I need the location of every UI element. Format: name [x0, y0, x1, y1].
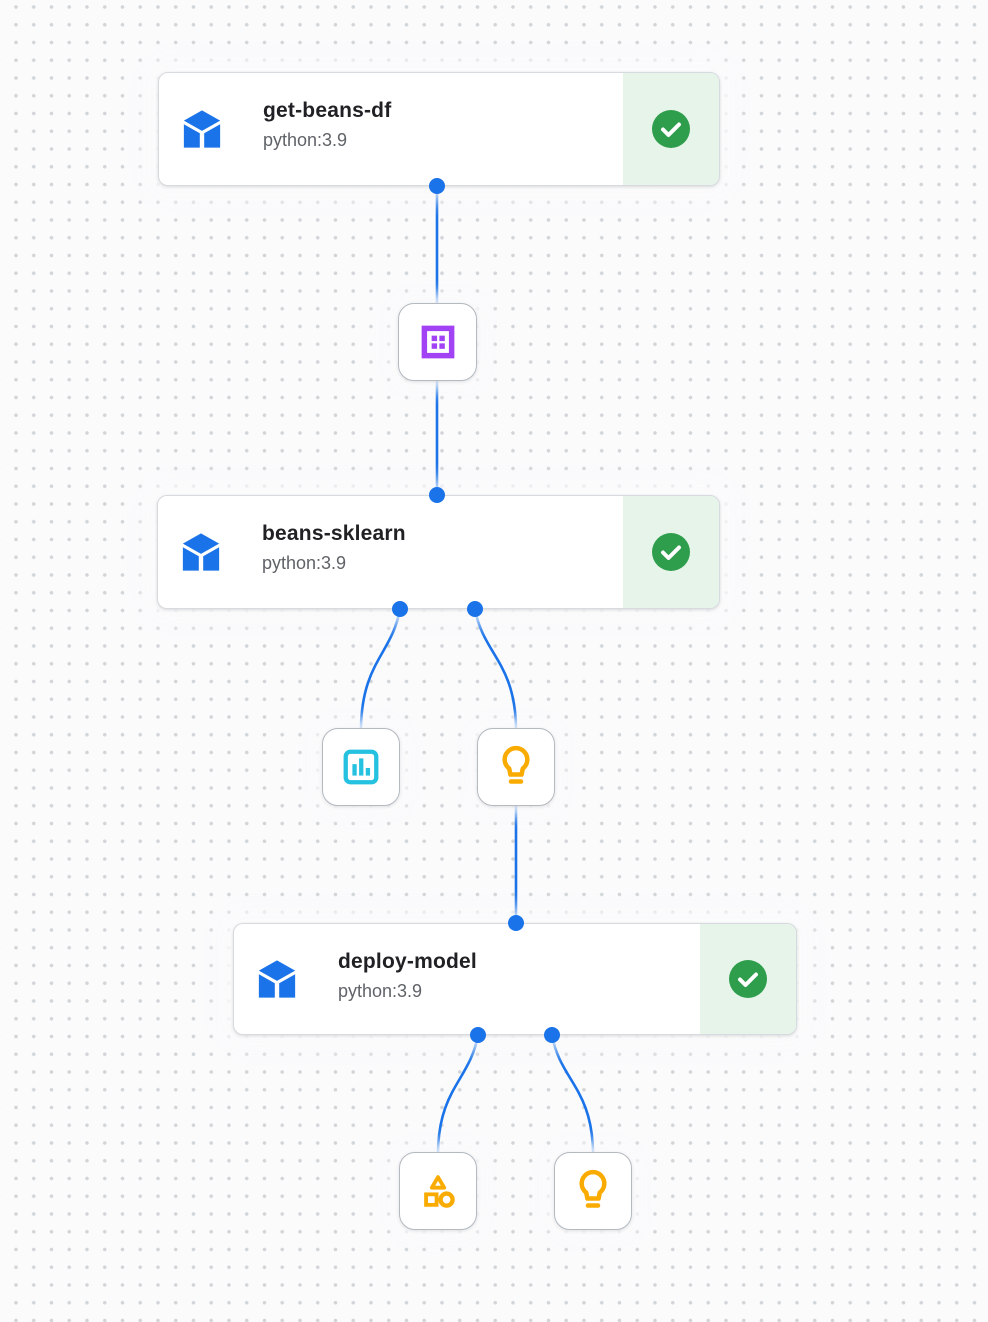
status-badge: [700, 924, 796, 1034]
artifact-model[interactable]: [477, 728, 555, 806]
node-subtitle: python:3.9: [262, 553, 347, 573]
edge: [359, 608, 402, 729]
artifact-generic[interactable]: [399, 1152, 477, 1230]
artifact-model[interactable]: [554, 1152, 632, 1230]
node-get-beans-df[interactable]: get-beans-df python:3.9: [158, 72, 720, 186]
edge: [473, 608, 518, 729]
node-title: deploy-model: [338, 950, 477, 973]
model-lightbulb-icon: [502, 746, 530, 784]
metrics-icon: [343, 749, 379, 785]
artifact-metrics[interactable]: [322, 728, 400, 806]
component-cube-icon: [182, 533, 220, 571]
model-lightbulb-icon: [579, 1170, 607, 1208]
node-title: beans-sklearn: [262, 522, 406, 545]
component-cube-icon: [258, 960, 296, 998]
component-cube-icon: [183, 110, 221, 148]
success-check-icon: [652, 110, 690, 148]
success-check-icon: [729, 960, 767, 998]
status-badge: [623, 73, 719, 185]
status-badge: [623, 496, 719, 608]
node-subtitle: python:3.9: [338, 981, 423, 1001]
edge: [550, 1034, 595, 1153]
node-deploy-model[interactable]: deploy-model python:3.9: [233, 923, 797, 1035]
node-title: get-beans-df: [263, 99, 392, 122]
node-beans-sklearn[interactable]: beans-sklearn python:3.9: [157, 495, 720, 609]
node-text-block: beans-sklearn python:3.9: [262, 522, 406, 574]
success-check-icon: [652, 533, 690, 571]
node-text-block: get-beans-df python:3.9: [263, 99, 391, 151]
node-subtitle: python:3.9: [263, 130, 348, 150]
node-text-block: deploy-model python:3.9: [338, 950, 477, 1002]
dataset-icon: [421, 325, 454, 359]
artifact-shapes-icon: [424, 1175, 455, 1208]
artifact-dataset[interactable]: [398, 303, 477, 381]
edge: [436, 1034, 480, 1153]
